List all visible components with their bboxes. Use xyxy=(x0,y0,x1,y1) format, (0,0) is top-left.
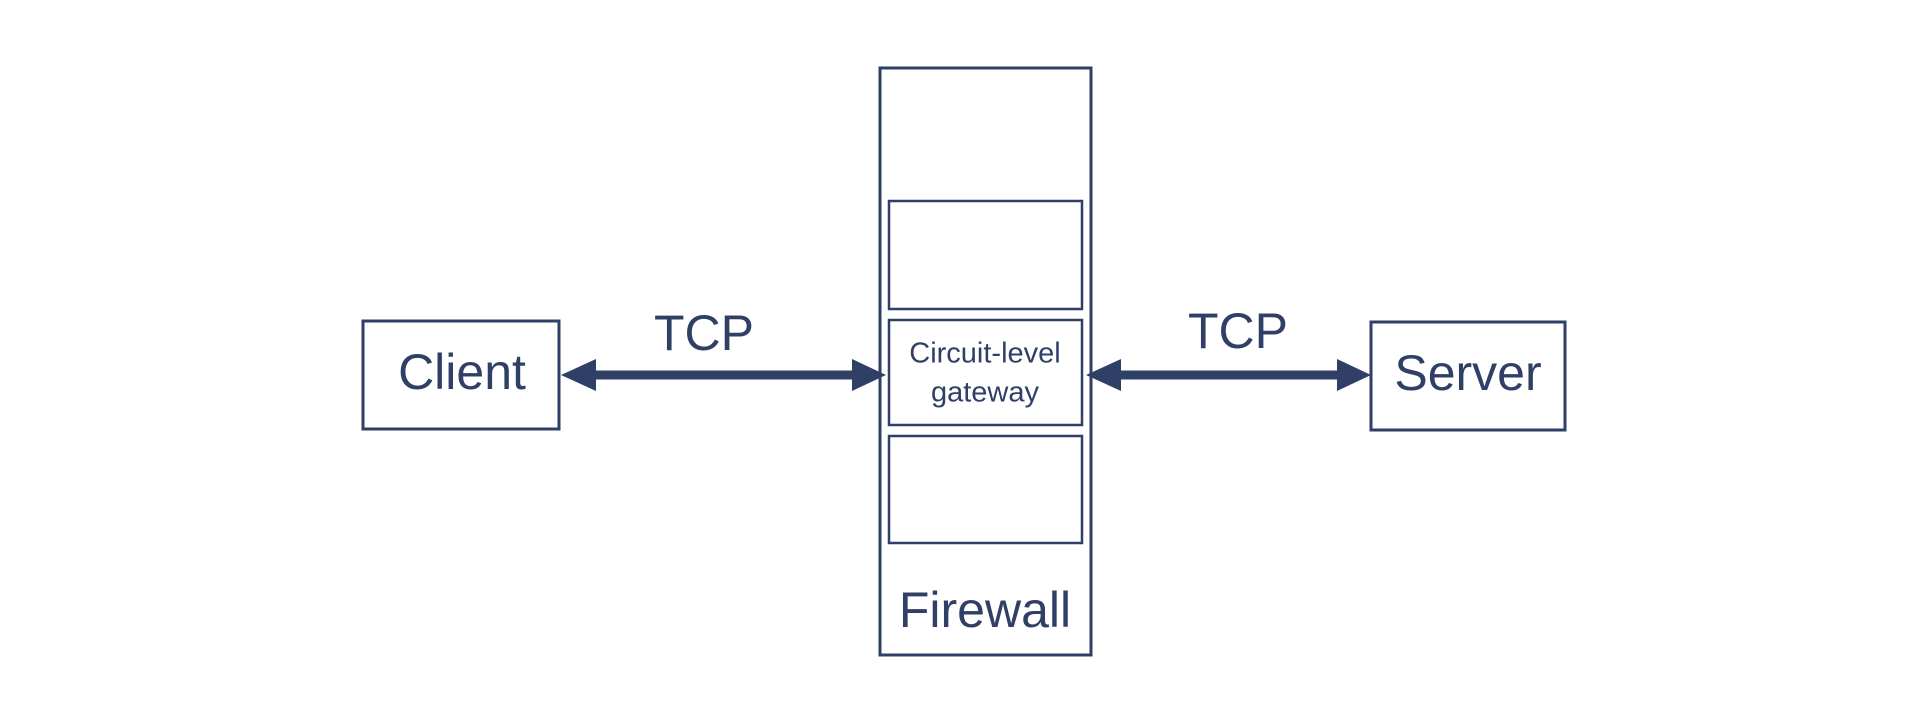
firewall-upper-slot xyxy=(887,199,1084,311)
gateway-label-line2: gateway xyxy=(931,377,1040,409)
gateway-server-arrowhead-left xyxy=(1086,359,1121,391)
gateway-server-arrowhead-right xyxy=(1337,359,1371,391)
client-label: Client xyxy=(398,344,526,400)
client-gateway-arrowhead-right xyxy=(852,359,886,391)
gateway-server-connector: TCP xyxy=(1086,303,1371,391)
server-node: Server xyxy=(1369,320,1567,432)
firewall-lower-slot xyxy=(887,434,1084,545)
firewall-label: Firewall xyxy=(899,582,1071,638)
gateway-server-tcp-label: TCP xyxy=(1188,303,1288,359)
client-node: Client xyxy=(361,319,561,431)
client-gateway-arrowhead-left xyxy=(561,359,596,391)
gateway-box xyxy=(887,318,1084,427)
server-label: Server xyxy=(1394,345,1541,401)
client-gateway-connector: TCP xyxy=(561,305,886,391)
client-box xyxy=(361,319,561,431)
gateway-label-line1: Circuit-level xyxy=(909,338,1060,370)
firewall-node: Circuit-level gateway Firewall xyxy=(878,66,1093,657)
gateway-node: Circuit-level gateway xyxy=(887,318,1084,427)
client-gateway-tcp-label: TCP xyxy=(654,305,754,361)
server-box xyxy=(1369,320,1567,432)
